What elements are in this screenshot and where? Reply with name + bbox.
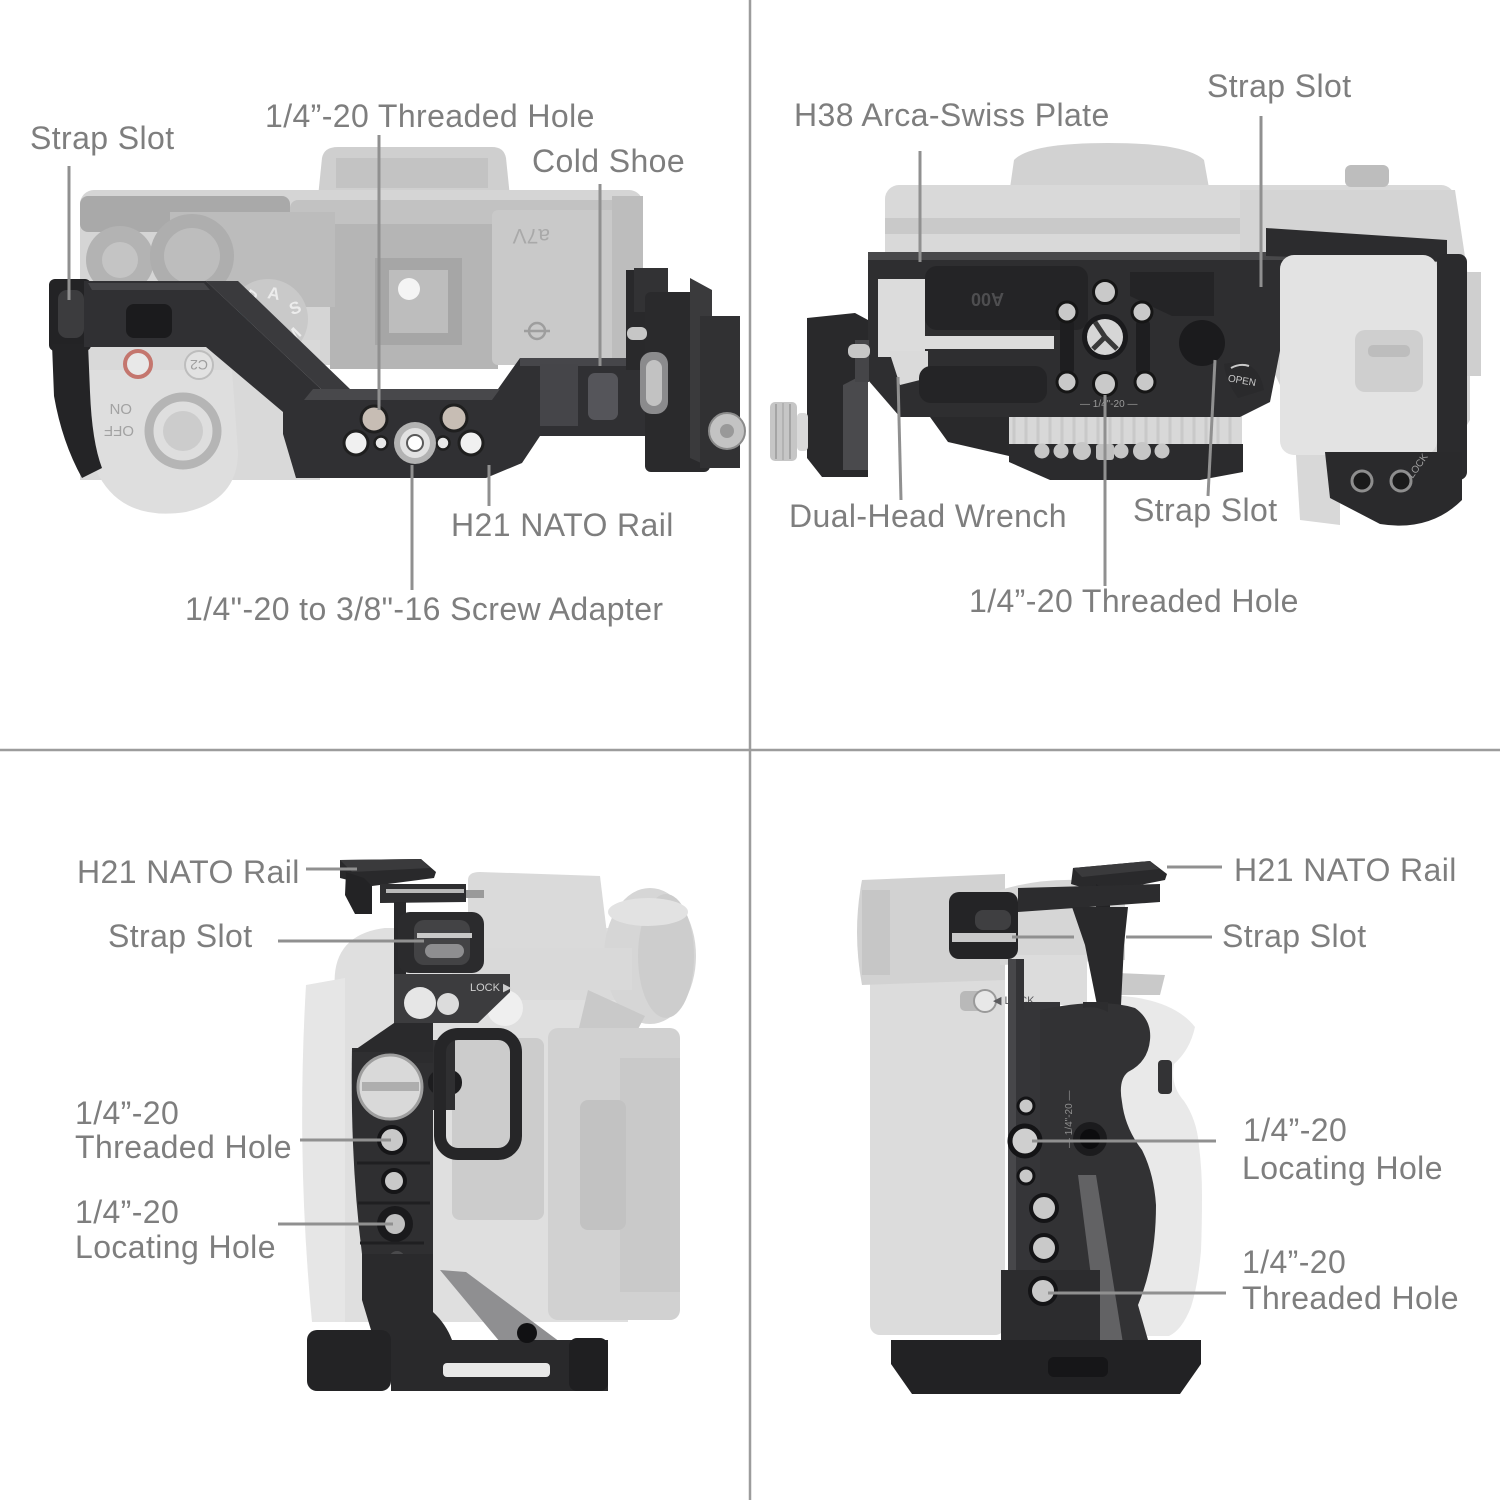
svg-text:H21 NATO Rail: H21 NATO Rail xyxy=(77,854,300,890)
svg-text:H21 NATO Rail: H21 NATO Rail xyxy=(1234,852,1457,888)
svg-text:Strap Slot: Strap Slot xyxy=(108,918,253,954)
svg-text:Strap Slot: Strap Slot xyxy=(1133,492,1278,528)
svg-text:— 1/4"-20 —: — 1/4"-20 — xyxy=(1064,1091,1075,1148)
svg-text:LOCK ▶: LOCK ▶ xyxy=(470,982,512,994)
svg-text:H21 NATO Rail: H21 NATO Rail xyxy=(451,507,674,543)
svg-text:1/4”-20: 1/4”-20 xyxy=(1243,1112,1347,1148)
svg-text:Cold Shoe: Cold Shoe xyxy=(532,143,685,179)
svg-text:Strap Slot: Strap Slot xyxy=(1207,68,1352,104)
svg-text:C2: C2 xyxy=(190,357,208,373)
svg-text:Dual-Head Wrench: Dual-Head Wrench xyxy=(789,498,1067,534)
svg-text:H38 Arca-Swiss Plate: H38 Arca-Swiss Plate xyxy=(794,97,1110,133)
svg-text:1/4”-20: 1/4”-20 xyxy=(1242,1244,1346,1280)
svg-text:A00: A00 xyxy=(971,289,1004,309)
svg-text:Locating Hole: Locating Hole xyxy=(75,1229,276,1265)
svg-text:1/4”-20: 1/4”-20 xyxy=(75,1095,179,1131)
svg-text:Threaded Hole: Threaded Hole xyxy=(75,1129,292,1165)
svg-text:ON: ON xyxy=(110,400,133,417)
svg-text:1/4”-20 Threaded Hole: 1/4”-20 Threaded Hole xyxy=(969,583,1299,619)
svg-text:1/4”-20 Threaded Hole: 1/4”-20 Threaded Hole xyxy=(265,98,595,134)
svg-text:OFF: OFF xyxy=(104,422,134,439)
svg-text:Threaded Hole: Threaded Hole xyxy=(1242,1280,1459,1316)
svg-text:OPEN: OPEN xyxy=(1227,373,1257,389)
svg-text:A: A xyxy=(266,283,281,304)
svg-text:Strap Slot: Strap Slot xyxy=(1222,918,1367,954)
svg-text:1/4”-20: 1/4”-20 xyxy=(75,1194,179,1230)
svg-text:Locating Hole: Locating Hole xyxy=(1242,1150,1443,1186)
svg-text:Strap Slot: Strap Slot xyxy=(30,120,175,156)
svg-text:1/4"-20 to 3/8"-16 Screw Adapt: 1/4"-20 to 3/8"-16 Screw Adapter xyxy=(185,591,663,627)
svg-text:— 1/4"-20 —: — 1/4"-20 — xyxy=(1080,399,1137,410)
svg-text:a7V: a7V xyxy=(513,224,550,247)
